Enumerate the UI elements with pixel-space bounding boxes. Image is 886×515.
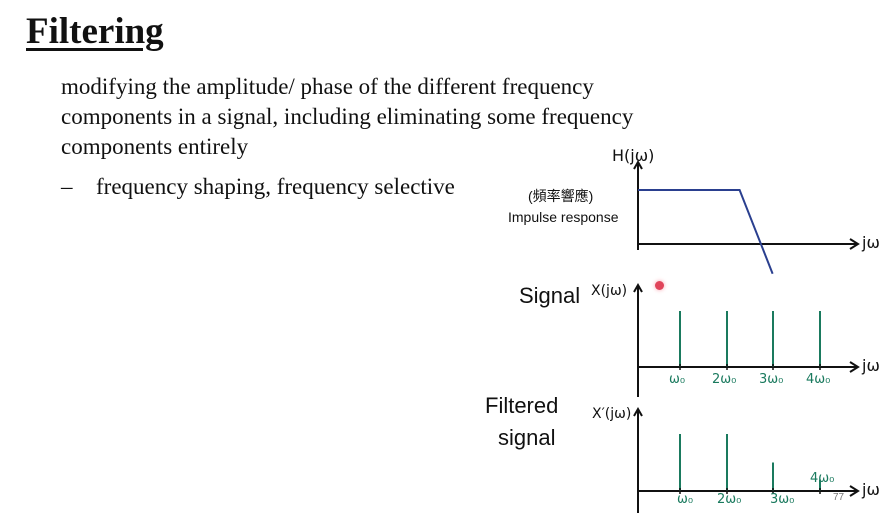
signal-tick-label: 4ω₀ — [806, 372, 831, 387]
signal-x-axis-label: jω — [862, 356, 880, 375]
h-x-axis-arrow — [849, 238, 860, 250]
filtered-tick-label: ω₀ — [677, 492, 694, 507]
filtered-x-axis-arrow — [849, 485, 860, 497]
filtered-tick-label: 4ω₀ — [810, 471, 835, 486]
bullet-item: –frequency shaping, frequency selective — [61, 174, 455, 200]
filtered-axis-label: X′(jω) — [592, 406, 632, 422]
h-x-axis-label: jω — [862, 233, 880, 252]
h-axis-label: H(jω) — [612, 146, 655, 165]
filtered-y-axis-arrow — [633, 406, 643, 417]
signal-axis-label: X(jω) — [591, 283, 628, 299]
bullet-text: frequency shaping, frequency selective — [96, 174, 455, 199]
signal-y-axis-arrow — [633, 282, 643, 293]
laser-pointer-dot — [655, 281, 664, 290]
frequency-response-chinese-label: (頻率響應) — [528, 188, 594, 204]
signal-x-axis-arrow — [849, 361, 860, 373]
signal-tick-label: 2ω₀ — [712, 372, 737, 387]
filtered-x-axis-label: jω — [862, 480, 880, 499]
signal-label: Signal — [519, 283, 581, 308]
h-y-axis-arrow — [633, 159, 643, 170]
h-response-curve — [638, 189, 774, 275]
page-number: 77 — [833, 492, 845, 503]
slide-title: Filtering — [26, 11, 164, 52]
filtered-tick-label: 2ω₀ — [717, 492, 742, 507]
signal-tick-label: ω₀ — [669, 372, 686, 387]
filtered-label-line2: signal — [498, 425, 556, 450]
signal-tick-label: 3ω₀ — [759, 372, 784, 387]
filtered-label-line1: Filtered — [485, 393, 559, 418]
impulse-response-label: Impulse response — [508, 209, 619, 225]
filtered-tick-label: 3ω₀ — [770, 492, 795, 507]
bullet-marker: – — [61, 174, 73, 199]
slide-body-text: modifying the amplitude/ phase of the di… — [61, 74, 634, 159]
